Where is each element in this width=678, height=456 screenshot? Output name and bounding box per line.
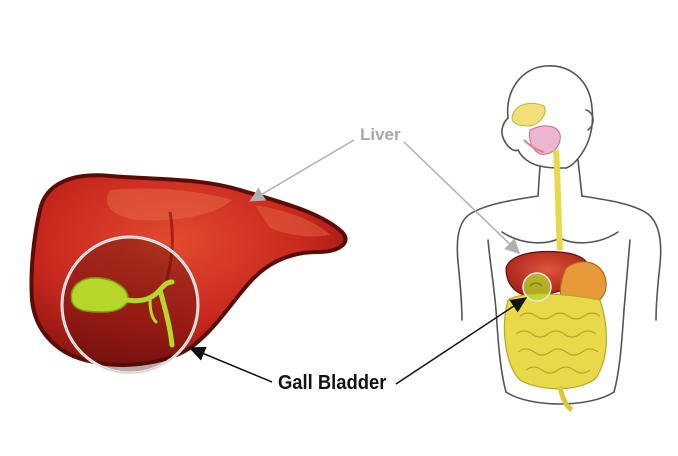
head-organs [511, 102, 561, 155]
liver-pointer-left [249, 139, 355, 202]
magnifier-lens [60, 235, 200, 375]
human-figure [456, 65, 662, 405]
gall-pointer-left [188, 346, 273, 383]
intestines [503, 293, 607, 413]
esophagus [553, 149, 563, 251]
liver-label: Liver [360, 125, 401, 144]
mini-gall-bladder [522, 272, 552, 302]
gall-bladder-label: Gall Bladder [278, 372, 387, 394]
gall-bladder-shape [70, 277, 175, 348]
liver-pointer-right [403, 141, 521, 255]
gall-pointer-right [395, 297, 528, 385]
